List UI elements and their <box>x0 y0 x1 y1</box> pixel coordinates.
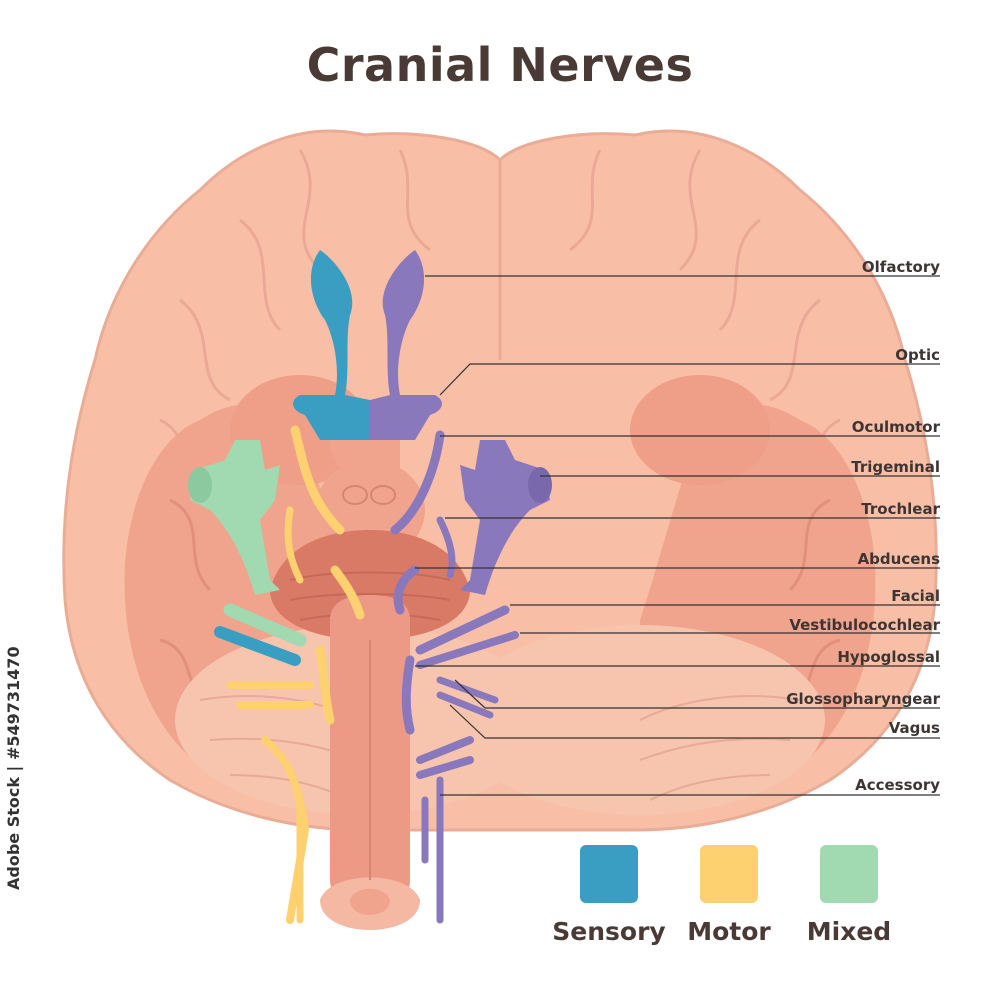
label-optic: Optic <box>895 346 940 364</box>
label-vestibulocochlear: Vestibulocochlear <box>789 616 940 634</box>
label-vagus: Vagus <box>888 719 940 737</box>
label-hypoglossal: Hypoglossal <box>837 648 940 666</box>
stock-credit: Adobe Stock | #549731470 <box>4 646 30 890</box>
label-trigeminal: Trigeminal <box>851 458 940 476</box>
label-abducens: Abducens <box>857 550 940 568</box>
leader-lines <box>415 275 940 796</box>
olfactory-optic-nerves <box>293 250 442 440</box>
label-accessory: Accessory <box>855 776 940 794</box>
diagram-title: Cranial Nerves <box>306 38 694 92</box>
facial-vestibulocochlear-left <box>214 603 307 666</box>
legend-label-motor: Motor <box>687 917 771 946</box>
motor-nerves <box>226 425 365 924</box>
legend-label-sensory: Sensory <box>552 917 666 946</box>
label-glossopharyngeal: Glossopharyngear <box>786 690 940 708</box>
label-oculomotor: Oculmotor <box>851 418 940 436</box>
legend-swatch-motor <box>700 845 758 903</box>
legend-swatch-mixed <box>820 845 878 903</box>
purple-nerves <box>390 430 519 924</box>
legend-swatch-sensory <box>580 845 638 903</box>
label-facial: Facial <box>891 587 940 605</box>
stock-credit-text: Adobe Stock | #549731470 <box>4 646 23 890</box>
label-trochlear: Trochlear <box>861 500 940 518</box>
label-olfactory: Olfactory <box>861 258 940 276</box>
legend-label-mixed: Mixed <box>806 917 892 946</box>
